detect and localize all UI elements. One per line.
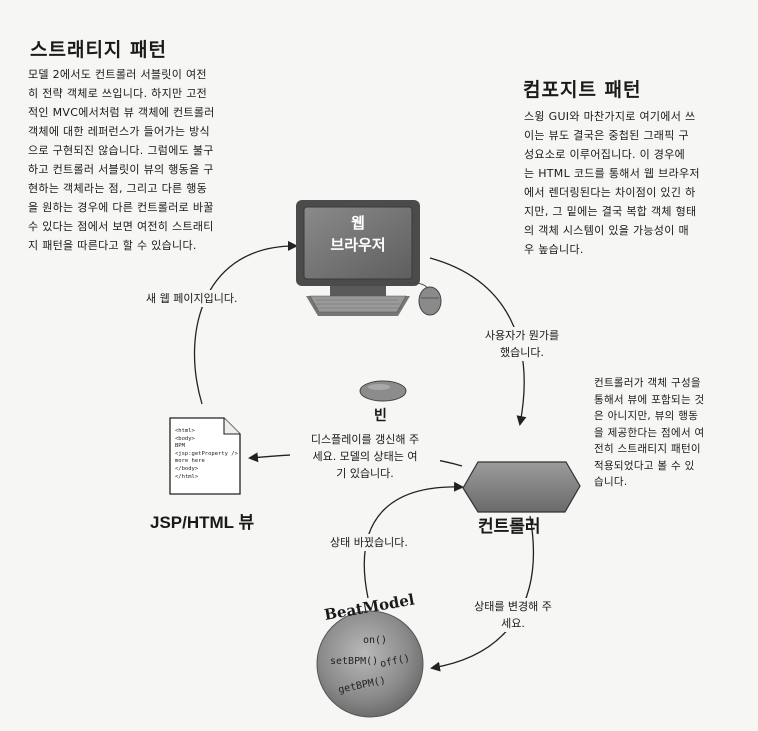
controller-note-line: 적용되었다고 볼 수 있 xyxy=(594,459,695,472)
bean-label: 빈 xyxy=(374,408,387,424)
controller-label: 컨트롤러 xyxy=(478,517,541,536)
controller-note: 컨트롤러가 객체 구성을 통해서 뷰에 포함되는 것 은 아니지만, 뷰의 행동… xyxy=(594,375,754,491)
composite-line: 이는 뷰도 결국은 중첩된 그래픽 구 xyxy=(524,129,689,142)
composite-line: 스윙 GUI와 마찬가지로 여기에서 쓰 xyxy=(524,110,696,123)
composite-title: 컴포지트 패턴 xyxy=(523,79,642,101)
label-display-update-line3: 기 있습니다. xyxy=(336,467,394,480)
controller-note-line: 전히 스트래티지 패턴이 xyxy=(594,443,701,455)
strategy-line: 객체에 대한 레퍼런스가 들어가는 방식 xyxy=(28,125,210,138)
label-user-action-line2: 했습니다. xyxy=(500,346,544,359)
arrow-user-action xyxy=(429,257,527,426)
jsp-code: <html> <body> BPM <jsp:getProperty /> mo… xyxy=(175,428,239,481)
jsp-code-line: <jsp:getProperty /> xyxy=(175,450,238,457)
method-on: on() xyxy=(363,635,388,646)
arrow-new-page xyxy=(193,240,298,405)
label-change-state: 상태를 변경해 주 세요. xyxy=(470,598,556,632)
composite-line: 는 HTML 코드를 통해서 웹 브라우저 xyxy=(524,167,700,180)
strategy-line: 히 전략 객체로 쓰입니다. 하지만 고전 xyxy=(28,87,208,100)
label-state-changed: 상태 바뀠습니다. xyxy=(330,534,408,551)
strategy-line: 모델 2에서도 컨트롤러 서블릿이 여전 xyxy=(28,68,207,81)
jsp-code-line: BPM xyxy=(175,443,185,450)
label-display-update-line1: 디스플레이를 갱신해 주 xyxy=(310,433,420,446)
label-user-action-line1: 사용자가 뭔가를 xyxy=(484,329,560,342)
label-display-update-line2: 세요. 모델의 상태는 여 xyxy=(312,450,418,463)
controller-note-line: 습니다. xyxy=(594,476,628,488)
strategy-line: 을 원하는 경우에 다른 컨트롤러로 바꿀 xyxy=(28,201,214,214)
beatmodel-sphere xyxy=(316,610,424,718)
browser-computer-icon xyxy=(296,200,442,316)
strategy-line: 현하는 객체라는 점, 그리고 다른 행동 xyxy=(28,182,208,195)
controller-note-line: 은 아니지만, 뷰의 행동 xyxy=(594,410,699,422)
composite-line: 우 높습니다. xyxy=(524,243,584,256)
label-change-state-line1: 상태를 변경해 주 xyxy=(474,600,552,613)
jsp-code-line: </body> xyxy=(175,465,199,472)
strategy-line: 지 패턴을 따른다고 할 수 있습니다. xyxy=(28,239,197,252)
browser-label: 웹 브라우저 xyxy=(304,212,412,256)
composite-line: 지만, 그 밑에는 결국 복합 객체 형태 xyxy=(524,205,697,218)
composite-line: 에서 렌더링된다는 차이점이 있긴 하 xyxy=(524,186,696,199)
bean-icon xyxy=(359,380,407,402)
strategy-line: 수 있다는 점에서 보면 여전히 스트래티 xyxy=(28,220,214,233)
arrow-state-changed xyxy=(363,481,464,599)
label-user-action: 사용자가 뭔가를 했습니다. xyxy=(478,327,566,361)
controller-note-line: 통해서 뷰에 포함되는 것 xyxy=(594,393,705,406)
jsp-code-line: more here xyxy=(175,458,205,465)
label-display-update: 디스플레이를 갱신해 주 세요. 모델의 상태는 여 기 있습니다. xyxy=(290,431,440,482)
composite-line: 성요소로 이루어집니다. 이 경우에 xyxy=(524,148,686,161)
strategy-text: 모델 2에서도 컨트롤러 서블릿이 여전 히 전략 객체로 쓰입니다. 하지만 … xyxy=(28,65,258,255)
strategy-title: 스트래티지 패턴 xyxy=(30,39,167,61)
strategy-line: 으로 구현되진 않습니다. 그럼에도 불구 xyxy=(28,144,214,157)
composite-line: 의 객체 시스템이 있을 가능성이 매 xyxy=(524,224,689,237)
method-setbpm: setBPM() xyxy=(330,656,379,667)
composite-text: 스윙 GUI와 마찬가지로 여기에서 쓰 이는 뷰도 결국은 중첩된 그래픽 구… xyxy=(524,107,749,259)
controller-note-line: 컨트롤러가 객체 구성을 xyxy=(594,377,701,389)
browser-label-line2: 브라우저 xyxy=(330,236,386,254)
jsp-code-line: <body> xyxy=(175,435,195,442)
browser-label-line1: 웹 xyxy=(351,214,365,232)
label-new-page: 새 웹 페이지입니다. xyxy=(146,290,238,307)
strategy-line: 적인 MVC에서처럼 뷰 객체에 컨트롤러 xyxy=(28,106,215,119)
jsp-label: JSP/HTML 뷰 xyxy=(150,513,255,532)
controller-shape xyxy=(462,461,581,513)
label-change-state-line2: 세요. xyxy=(501,617,525,630)
strategy-line: 하고 컨트롤러 서블릿이 뷰의 행동을 구 xyxy=(28,163,214,176)
arrow-change-state xyxy=(430,515,534,672)
controller-note-line: 을 제공한다는 점에서 여 xyxy=(594,426,705,439)
jsp-code-line: </html> xyxy=(175,473,199,480)
jsp-code-line: <html> xyxy=(175,428,195,434)
jsp-document-icon xyxy=(169,417,241,495)
